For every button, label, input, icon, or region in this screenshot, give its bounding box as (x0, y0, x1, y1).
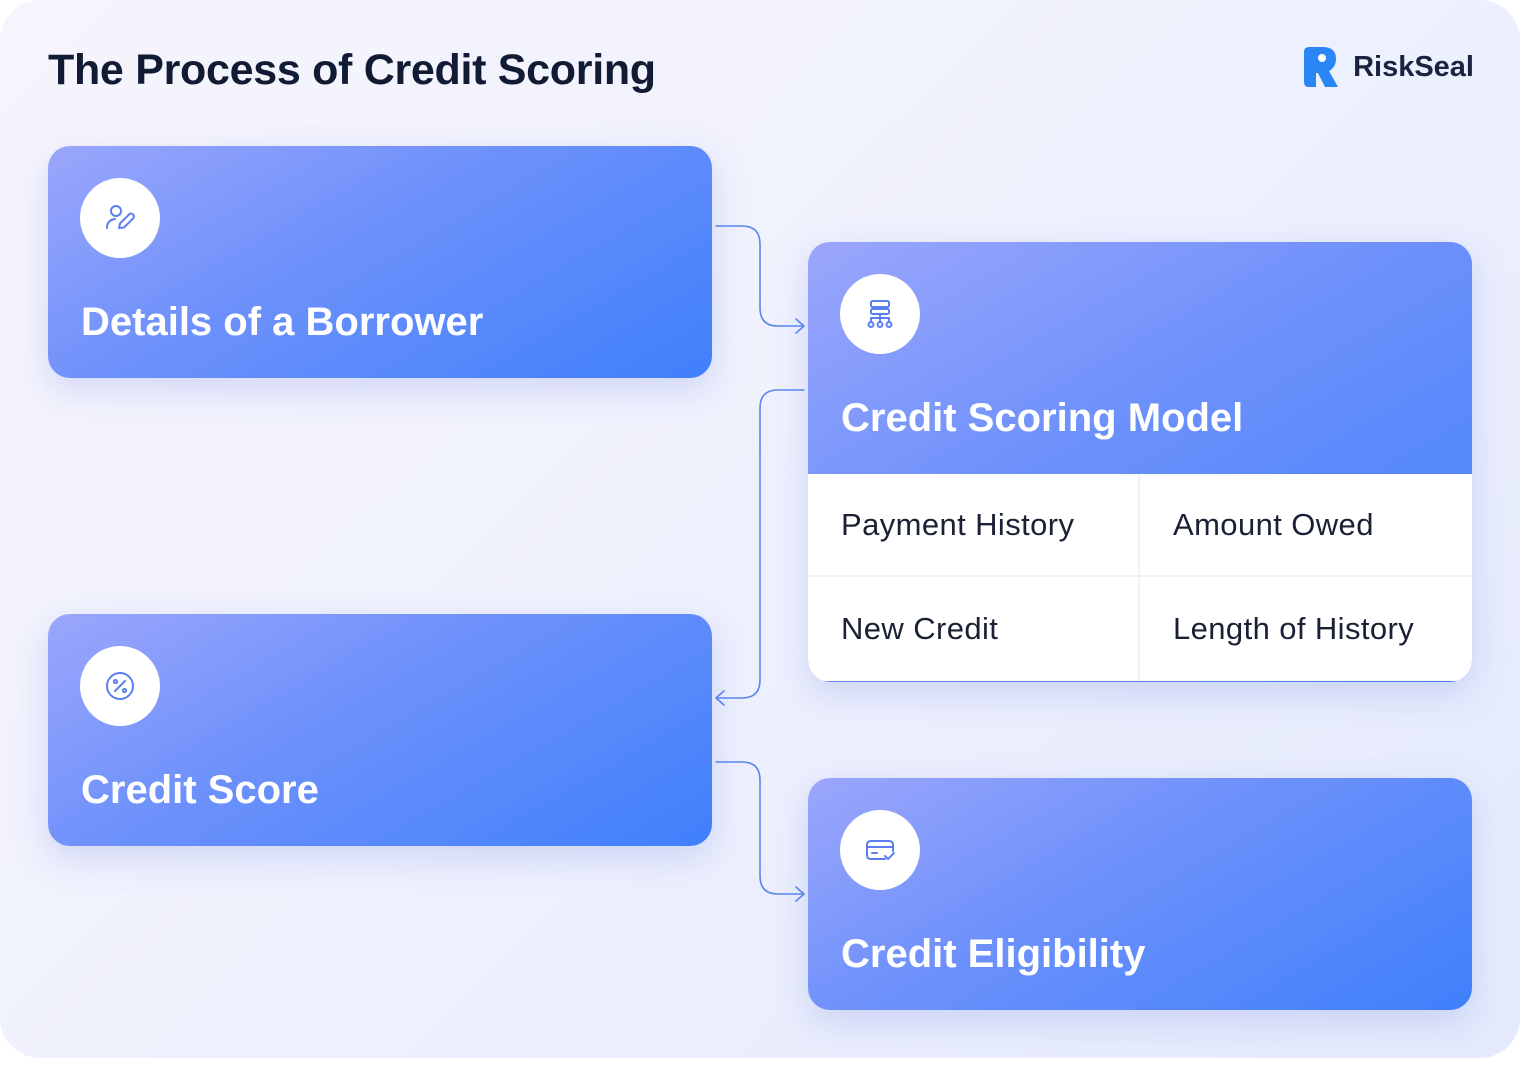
card-details-of-borrower: Details of a Borrower (48, 146, 712, 378)
riskseal-logo-icon (1304, 47, 1339, 87)
brand-name: RiskSeal (1353, 50, 1474, 83)
scoring-factors-grid: Payment History Amount Owed New Credit L… (808, 474, 1472, 681)
card-title: Details of a Borrower (81, 300, 484, 344)
connector-borrower-to-model (715, 225, 805, 327)
card-header: Credit Eligibility (808, 778, 1472, 1010)
icon-badge (80, 178, 160, 258)
icon-badge (840, 274, 920, 354)
card-credit-scoring-model: Credit Scoring Model Payment History Amo… (808, 242, 1472, 682)
arrowhead-to-eligibility (795, 886, 805, 902)
factor-payment-history: Payment History (808, 474, 1140, 577)
card-header: Details of a Borrower (48, 146, 712, 378)
card-header: Credit Score (48, 614, 712, 846)
icon-badge (80, 646, 160, 726)
factor-new-credit: New Credit (808, 577, 1140, 681)
user-edit-icon (106, 205, 135, 229)
page-title: The Process of Credit Scoring (48, 46, 656, 94)
connector-score-to-eligibility (715, 761, 805, 895)
hierarchy-icon (867, 300, 893, 328)
factor-length-of-history: Length of History (1173, 611, 1415, 646)
arrowhead-to-score (715, 690, 725, 706)
factor-amount-owed: Amount Owed (1140, 474, 1472, 577)
percent-badge-icon (106, 672, 134, 700)
card-title: Credit Score (81, 768, 319, 812)
card-check-icon (866, 840, 895, 860)
card-credit-score: Credit Score (48, 614, 712, 846)
card-title: Credit Scoring Model (841, 396, 1244, 440)
arrowhead-to-model (795, 318, 805, 334)
connector-model-to-score (715, 389, 805, 699)
icon-badge (840, 810, 920, 890)
card-header: Credit Scoring Model (808, 242, 1472, 474)
brand-logo: RiskSeal (1301, 46, 1474, 88)
card-title: Credit Eligibility (841, 932, 1146, 976)
card-credit-eligibility: Credit Eligibility (808, 778, 1472, 1010)
